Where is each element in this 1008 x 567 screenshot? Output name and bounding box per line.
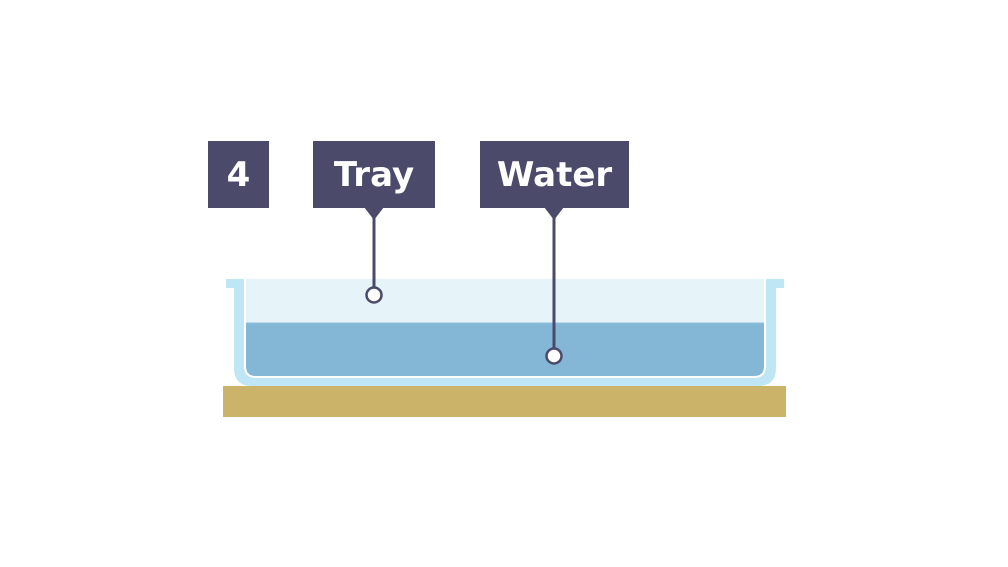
water-label-pointer	[544, 207, 564, 220]
tray-label-pointer	[364, 207, 384, 220]
water-label: Water	[480, 141, 629, 208]
tray-label: Tray	[313, 141, 435, 208]
table-surface	[223, 386, 786, 417]
water-body	[246, 323, 764, 376]
tray-air-space	[246, 279, 764, 323]
tray-marker-dot	[365, 286, 383, 304]
step-number-badge: 4	[208, 141, 269, 208]
water-marker-dot	[545, 347, 563, 365]
